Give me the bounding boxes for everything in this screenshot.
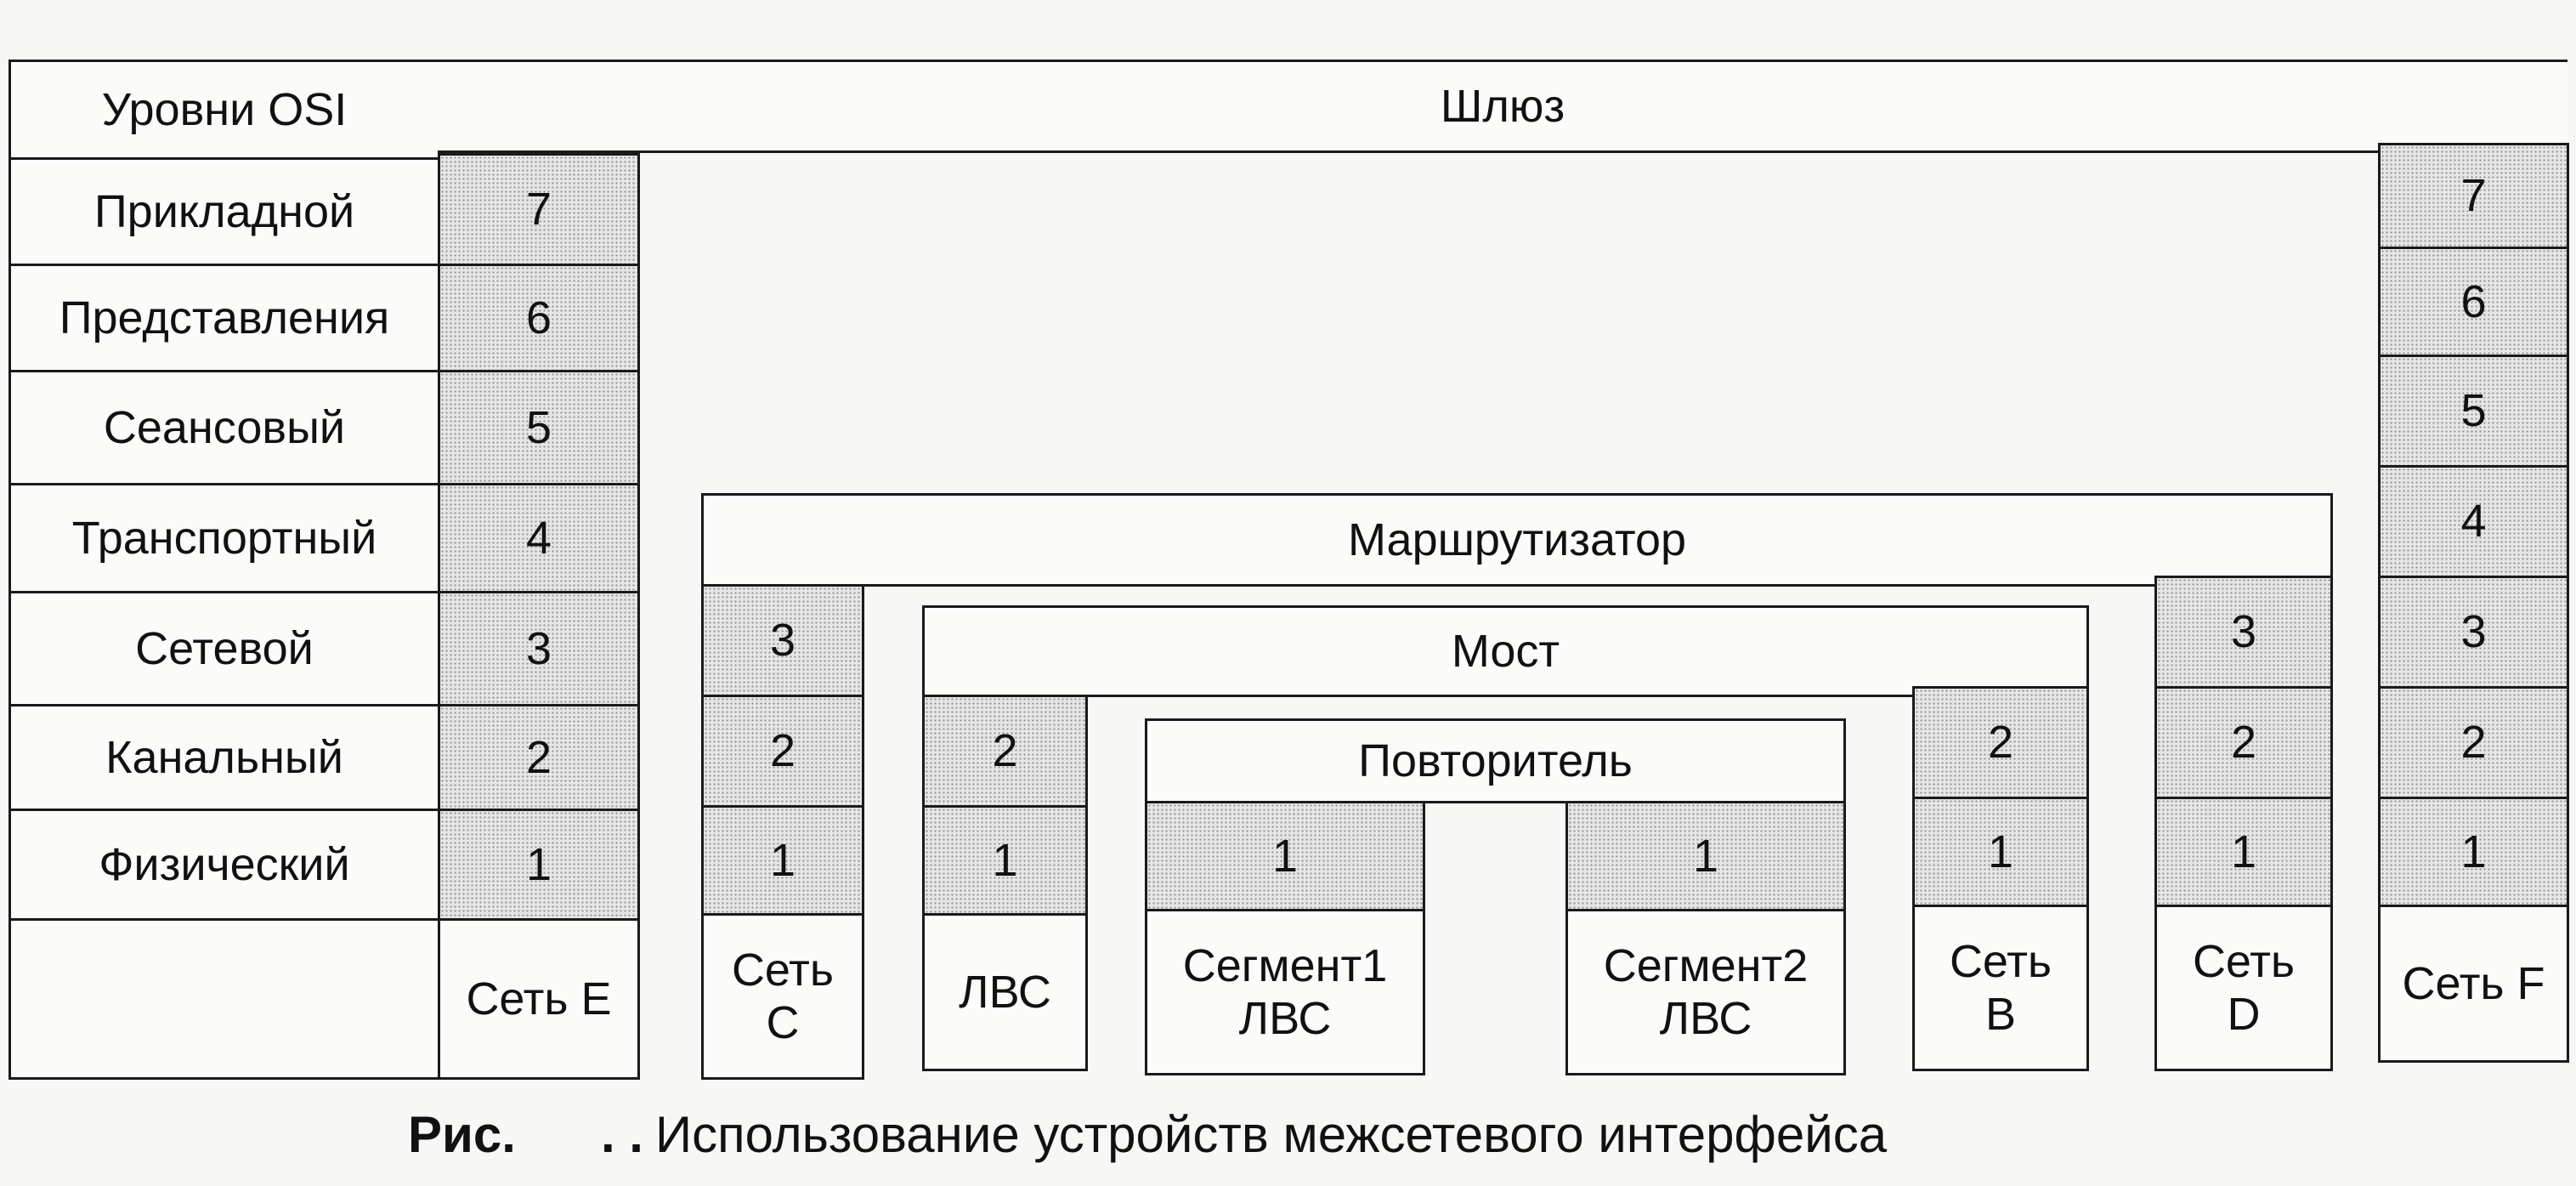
lan-layer-2: 2 (922, 695, 1088, 808)
segment1-label: Сегмент1 ЛВС (1145, 909, 1425, 1075)
net-f-layer-4: 4 (2378, 465, 2569, 578)
segment2-label: Сегмент2 ЛВС (1565, 909, 1846, 1075)
net-d-layer-3: 3 (2154, 576, 2333, 689)
osi-level-physical: Физический (8, 809, 440, 921)
net-f-layer-2: 2 (2378, 686, 2569, 799)
gateway-label: Шлюз (438, 60, 2568, 153)
segment2-layer-1: 1 (1565, 801, 1846, 911)
net-f-layer-1: 1 (2378, 797, 2569, 907)
osi-level-transport: Транспортный (8, 483, 440, 593)
osi-level-session: Сеансовый (8, 370, 440, 485)
net-c-layer-3: 3 (701, 584, 864, 697)
osi-level-application: Прикладной (8, 157, 440, 266)
repeater-label: Повторитель (1145, 718, 1846, 803)
net-d-layer-2: 2 (2154, 686, 2333, 799)
lan-layer-1: 1 (922, 805, 1088, 916)
net-b-label: Сеть B (1912, 905, 2089, 1071)
net-e-layer-2: 2 (438, 704, 640, 811)
net-e-layer-1: 1 (438, 809, 640, 921)
net-f-label: Сеть F (2378, 905, 2569, 1063)
lan-label: ЛВС (922, 913, 1088, 1071)
net-f-layer-7: 7 (2378, 143, 2569, 249)
figure-caption: Рис. . . Использование устройств межсетево… (408, 1105, 1887, 1164)
router-label: Маршрутизатор (701, 493, 2333, 587)
net-c-layer-1: 1 (701, 805, 864, 916)
net-c-layer-2: 2 (701, 695, 864, 808)
caption-prefix: Рис. (408, 1106, 516, 1163)
net-e-layer-7: 7 (438, 153, 640, 266)
osi-level-network: Сетевой (8, 591, 440, 706)
net-b-layer-2: 2 (1912, 686, 2089, 799)
caption-dots: . . (600, 1106, 643, 1163)
net-e-layer-3: 3 (438, 591, 640, 706)
osi-empty-cell (8, 918, 440, 1080)
osi-header: Уровни OSI (8, 60, 440, 160)
net-e-layer-5: 5 (438, 370, 640, 485)
net-d-label: Сеть D (2154, 905, 2333, 1071)
osi-level-datalink: Канальный (8, 704, 440, 811)
net-b-layer-1: 1 (1912, 797, 2089, 907)
net-f-layer-3: 3 (2378, 576, 2569, 689)
segment1-layer-1: 1 (1145, 801, 1425, 911)
net-e-layer-4: 4 (438, 483, 640, 593)
bridge-label: Мост (922, 605, 2089, 697)
osi-level-presentation: Представления (8, 264, 440, 372)
net-f-layer-6: 6 (2378, 247, 2569, 357)
net-d-layer-1: 1 (2154, 797, 2333, 907)
caption-text: Использование устройств межсетевого инте… (654, 1106, 1888, 1163)
net-c-label: Сеть C (701, 913, 864, 1080)
net-f-layer-5: 5 (2378, 355, 2569, 468)
net-e-layer-6: 6 (438, 264, 640, 372)
net-e-label: Сеть E (438, 918, 640, 1080)
